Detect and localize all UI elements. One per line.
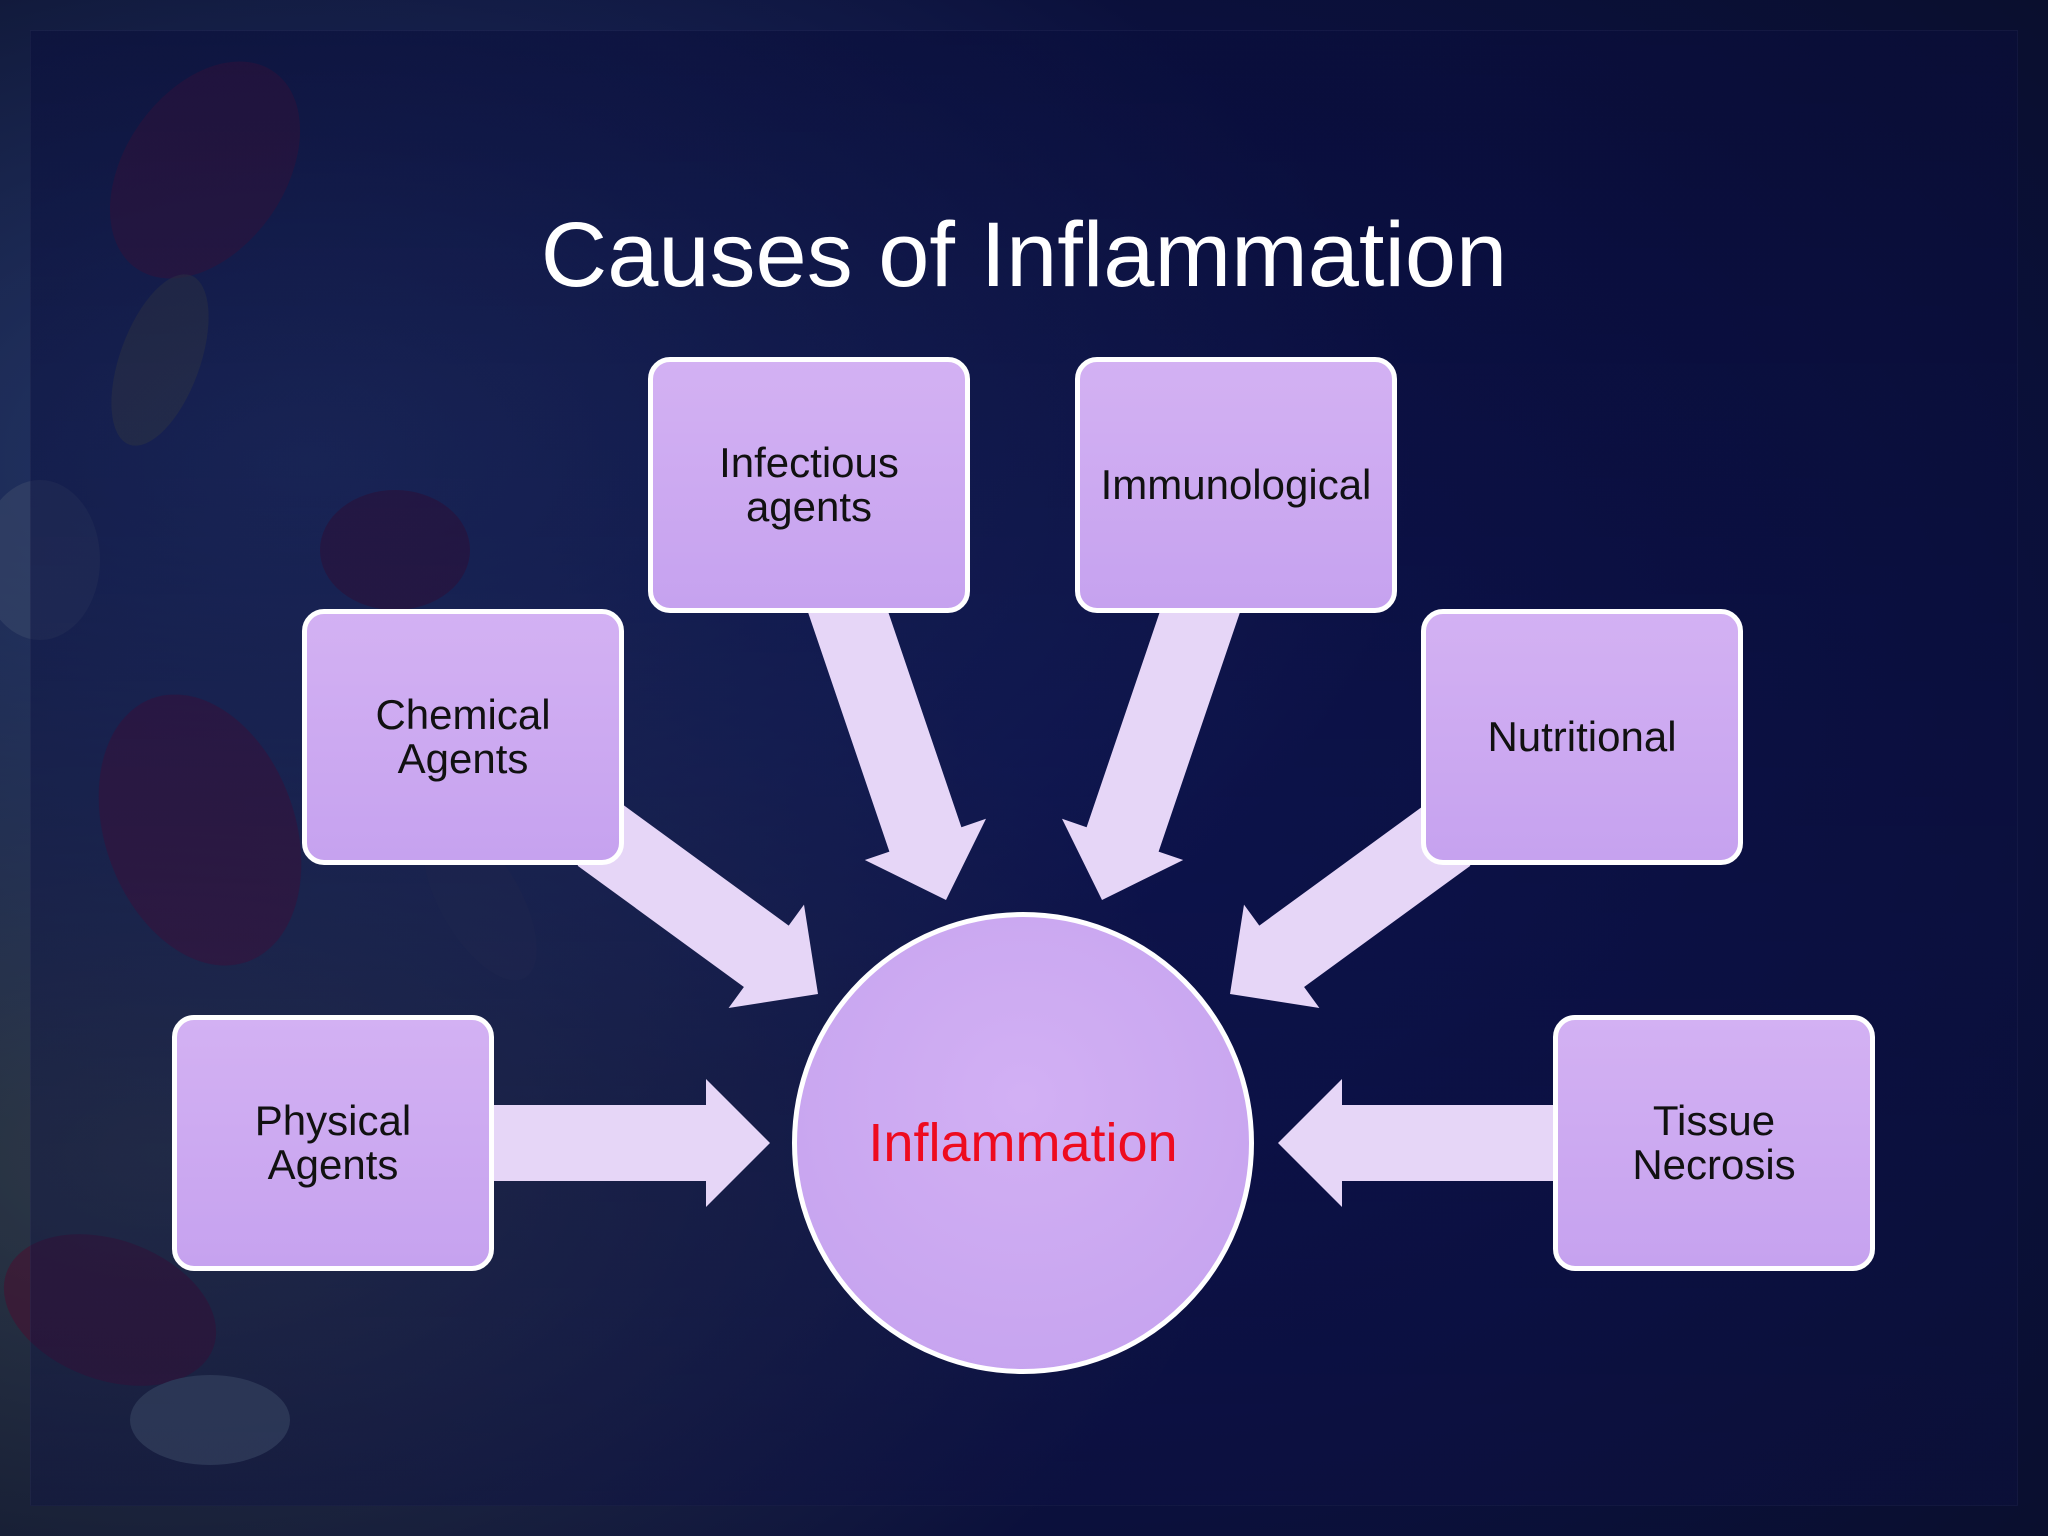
- arrow-nutritional: [1230, 804, 1471, 1008]
- cause-node-infectious-agents: Infectious agents: [648, 357, 970, 613]
- arrow-chemical-agents: [577, 804, 818, 1008]
- cause-label: Physical Agents: [254, 1097, 412, 1188]
- cause-label: Infectious agents: [719, 439, 899, 530]
- cause-node-immunological: Immunological: [1075, 357, 1397, 613]
- inflammation-center-circle: Inflammation: [792, 912, 1254, 1374]
- slide-title: Causes of Inflammation: [540, 204, 1508, 306]
- cause-node-nutritional: Nutritional: [1421, 609, 1743, 865]
- arrow-infectious-agents: [808, 587, 986, 900]
- arrow-immunological: [1062, 587, 1240, 900]
- arrow-physical-agents: [492, 1079, 770, 1207]
- cause-node-tissue-necrosis: Tissue Necrosis: [1553, 1015, 1875, 1271]
- cause-label: Immunological: [1100, 461, 1372, 508]
- cause-label: Tissue Necrosis: [1632, 1097, 1796, 1188]
- cause-label: Nutritional: [1487, 713, 1677, 760]
- arrow-tissue-necrosis: [1278, 1079, 1556, 1207]
- center-label: Inflammation: [868, 1113, 1178, 1173]
- cause-label: Chemical Agents: [375, 691, 551, 782]
- cause-node-chemical-agents: Chemical Agents: [302, 609, 624, 865]
- cause-node-physical-agents: Physical Agents: [172, 1015, 494, 1271]
